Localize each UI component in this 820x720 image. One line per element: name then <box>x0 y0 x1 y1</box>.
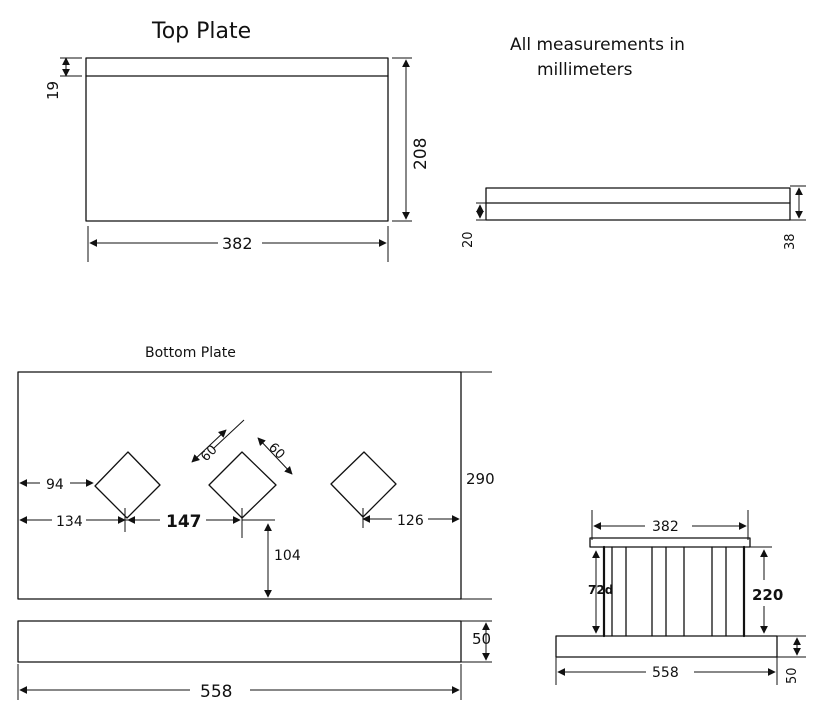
assembly-base-plate <box>555 635 778 658</box>
top-plate-height-label: 208 <box>411 138 431 170</box>
top-plate-strip-label: 19 <box>44 81 62 100</box>
assembly-view: 382 72d 220 50 558 <box>555 510 806 685</box>
bottom-plate-view: Bottom Plate 290 94 134 147 60 60 10 <box>17 345 495 600</box>
assembly-base-thickness-label: 50 <box>785 667 800 684</box>
top-plate-outline <box>85 57 389 222</box>
assembly-height-label: 220 <box>752 586 783 604</box>
dim-134-label: 134 <box>56 514 83 530</box>
square-hole-right <box>330 451 397 518</box>
bottom-edge-outline <box>17 620 462 663</box>
dim-60-right-line <box>257 437 293 475</box>
note-line-1: All measurements in <box>510 35 685 55</box>
top-plate-width-label: 382 <box>222 234 253 253</box>
side-view: 20 38 <box>461 185 806 250</box>
bottom-plate-title: Bottom Plate <box>145 345 236 361</box>
dim-94-label: 94 <box>46 477 64 493</box>
top-plate-view: Top Plate 19 208 382 <box>44 19 431 262</box>
bottom-edge-width-label: 558 <box>200 682 232 702</box>
dim-60-right-label: 60 <box>265 440 287 462</box>
dim-60-left-label: 60 <box>198 443 220 465</box>
note-line-2: millimeters <box>537 60 633 80</box>
dim-126-label: 126 <box>397 513 424 529</box>
bottom-edge-view: 50 558 <box>17 620 492 702</box>
square-hole-left <box>94 451 161 519</box>
bottom-plate-outline <box>17 371 462 600</box>
top-plate-title: Top Plate <box>151 19 251 44</box>
dim-147-label: 147 <box>166 512 202 532</box>
side-view-right-label: 38 <box>783 233 798 250</box>
assembly-inner-label: 72d <box>588 583 613 597</box>
assembly-top-label: 382 <box>652 519 679 535</box>
dim-104-label: 104 <box>274 548 301 564</box>
side-view-outline <box>485 187 791 221</box>
side-view-left-label: 20 <box>461 231 476 248</box>
dim-60-left-line <box>191 429 227 463</box>
assembly-top-plate <box>589 537 751 548</box>
assembly-base-width-label: 558 <box>652 665 679 681</box>
bottom-edge-thickness-label: 50 <box>472 630 491 648</box>
bottom-plate-height-label: 290 <box>466 470 495 488</box>
units-note: All measurements in millimeters <box>510 35 685 80</box>
